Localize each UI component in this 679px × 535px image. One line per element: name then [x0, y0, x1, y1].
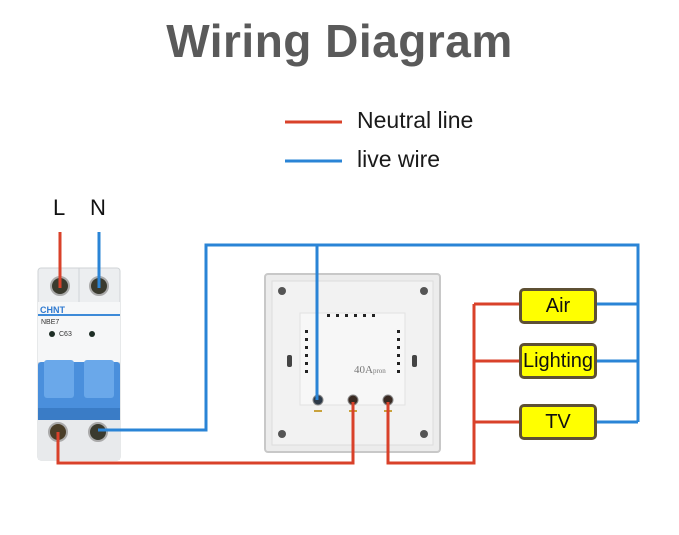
load-lighting: Lighting [519, 343, 597, 379]
circuit-breaker [37, 267, 121, 461]
breaker-brand: CHNT [40, 305, 65, 315]
breaker-model: NBE7 [41, 319, 60, 326]
wire-breaker-to-switch [56, 402, 355, 465]
switch-rating-suffix: pron [372, 367, 386, 375]
switch-rating: 40Apron [354, 364, 386, 376]
page-title: Wiring Diagram [166, 15, 513, 67]
legend-live-label: live wire [357, 146, 441, 172]
terminal-label-l: L [53, 195, 66, 220]
terminal-label-n: N [90, 195, 106, 220]
load-tv: TV [519, 404, 597, 440]
wire-switch-to-loads [386, 304, 476, 465]
breaker-terminal-n-bottom [88, 422, 108, 442]
load-air: Air [519, 288, 597, 324]
breaker-curve: C63 [59, 331, 72, 338]
switch-rating-value: 40A [354, 364, 373, 376]
live-wires [97, 232, 640, 432]
legend-neutral-label: Neutral line [357, 107, 474, 133]
neutral-wires [56, 232, 520, 465]
